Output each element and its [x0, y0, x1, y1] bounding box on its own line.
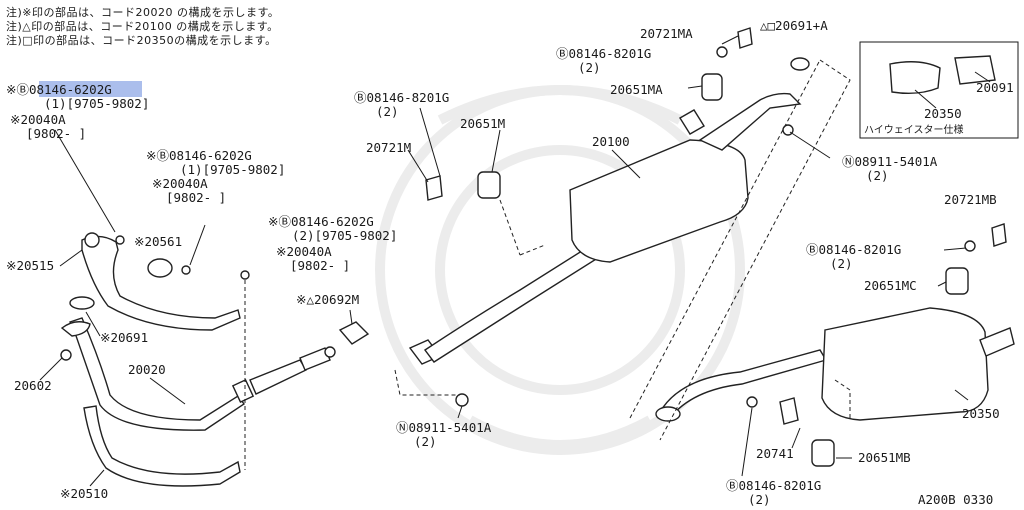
callout-08146-8201g-a: Ⓑ08146-8201G — [354, 90, 449, 105]
callout-20040a-a-spec: [9802- ] — [26, 126, 86, 141]
note-line-2: 注)△印の部品は、コード20100 の構成を示します。 — [6, 20, 279, 33]
bolt-20561 — [181, 265, 191, 275]
selection-highlight — [39, 81, 142, 97]
gasket-20692m — [338, 321, 370, 345]
rear-muffler-20350 — [655, 307, 1015, 422]
callout-20692m: ※△20692M — [296, 292, 359, 307]
bracket-20721ma — [737, 27, 753, 49]
callout-08146-8201g-b: Ⓑ08146-8201G — [556, 46, 651, 61]
callout-08146-8201g-a-qty: (2) — [376, 104, 399, 119]
watermark-emblem — [375, 85, 745, 455]
callout-20651ma: 20651MA — [610, 82, 663, 97]
heat-shield-20510 — [83, 405, 241, 487]
callout-20040a-a: ※20040A — [10, 112, 66, 127]
inset-caption: ハイウェイスター仕様 — [864, 123, 964, 136]
note-line-3: 注)□印の部品は、コード20350の構成を示します。 — [6, 34, 277, 47]
callout-20651m: 20651M — [460, 116, 505, 131]
center-muffler-20100 — [423, 92, 802, 363]
callout-20020: 20020 — [128, 362, 166, 377]
bolt-center — [240, 270, 250, 280]
callout-08146-6202g-a: ※Ⓑ08146-6202G — [6, 82, 112, 97]
callout-08146-6202g-b-spec: (1)[9705-9802] — [180, 162, 285, 177]
hanger-20651mb — [811, 439, 835, 467]
nut-20602 — [60, 349, 72, 361]
callout-20040a-b-spec: [9802- ] — [166, 190, 226, 205]
bolt-front-pipe — [115, 235, 125, 245]
hanger-20651mc — [945, 267, 969, 295]
callout-20721ma: 20721MA — [640, 26, 693, 41]
callout-20515: ※20515 — [6, 258, 54, 273]
callout-20100: 20100 — [592, 134, 630, 149]
gasket-20691a — [790, 57, 810, 71]
callout-08146-8201g-d-qty: (2) — [748, 492, 771, 507]
callout-08146-6202g-c-spec: (2)[9705-9802] — [292, 228, 397, 243]
clamp-20561 — [147, 258, 173, 278]
callout-08911-5401a-lower-qty: (2) — [414, 434, 437, 449]
callout-20721mb: 20721MB — [944, 192, 997, 207]
callout-08146-8201g-c: Ⓑ08146-8201G — [806, 242, 901, 257]
bolt-08146-ma — [716, 46, 728, 58]
callout-20350: 20350 — [962, 406, 1000, 421]
hanger-20651m — [477, 171, 501, 199]
callout-20561: ※20561 — [134, 234, 182, 249]
callout-08146-8201g-b-qty: (2) — [578, 60, 601, 75]
callout-08146-8201g-c-qty: (2) — [830, 256, 853, 271]
hanger-20651ma — [701, 73, 723, 101]
gasket-20691 — [69, 296, 95, 310]
callout-20651mc: 20651MC — [864, 278, 917, 293]
callout-20741: 20741 — [756, 446, 794, 461]
callout-20691a: △□20691+A — [760, 18, 828, 33]
callout-08911-5401a-upper: Ⓝ08911-5401A — [842, 154, 938, 169]
bracket-20741 — [779, 397, 799, 425]
callout-08146-8201g-d: Ⓑ08146-8201G — [726, 478, 821, 493]
front-pipe-20020 — [60, 317, 336, 431]
callout-08146-6202g-b: ※Ⓑ08146-6202G — [146, 148, 252, 163]
callout-20510: ※20510 — [60, 486, 108, 501]
bolt-08146-rear — [746, 396, 758, 408]
bracket-20721mb — [991, 223, 1007, 247]
inset-label-20091: 20091 — [976, 80, 1014, 95]
callout-20721m: 20721M — [366, 140, 411, 155]
bolt-08146-mb — [964, 240, 976, 252]
callout-08911-5401a-lower: Ⓝ08911-5401A — [396, 420, 492, 435]
nut-08911-lower — [455, 393, 469, 407]
callout-20651mb: 20651MB — [858, 450, 911, 465]
callout-20040a-b: ※20040A — [152, 176, 208, 191]
inset-label-20350: 20350 — [924, 106, 962, 121]
bracket-20721m — [425, 175, 443, 201]
callout-20040a-c-spec: [9802- ] — [290, 258, 350, 273]
callout-08146-6202g-c: ※Ⓑ08146-6202G — [268, 214, 374, 229]
inset-highway-star — [859, 41, 1019, 139]
callout-20602: 20602 — [14, 378, 52, 393]
callout-20691: ※20691 — [100, 330, 148, 345]
callout-08911-5401a-upper-qty: (2) — [866, 168, 889, 183]
note-line-1: 注)※印の部品は、コード20020 の構成を示します。 — [6, 6, 280, 19]
figure-code: A200B 0330 — [918, 492, 993, 507]
leader-lines — [39, 35, 991, 487]
assembly-dashed-guides — [244, 59, 851, 470]
callout-08146-6202g-a-spec: (1)[9705-9802] — [44, 96, 149, 111]
callout-20040a-c: ※20040A — [276, 244, 332, 259]
